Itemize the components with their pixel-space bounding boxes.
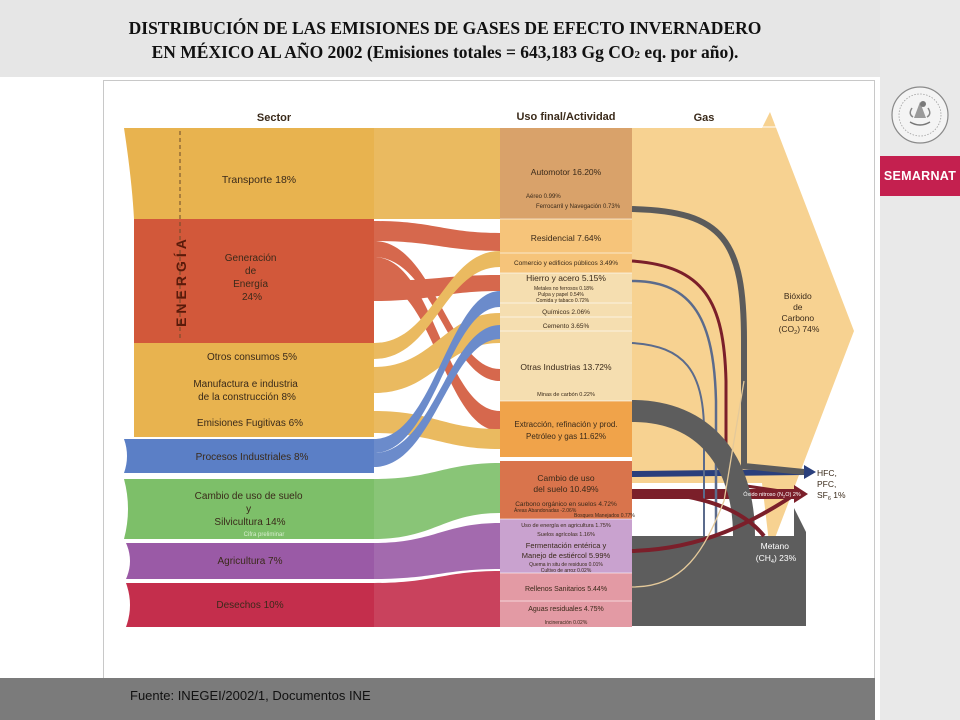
sector-label-cambio: Cambio de uso de suelo y Silvicultura 14…	[195, 491, 306, 528]
gas-flow-lines	[631, 206, 805, 588]
cifra-preliminar-label: Cifra preliminar	[244, 532, 285, 538]
sector-label-manufactura: Manufactura e industria de la construcci…	[193, 379, 300, 403]
sector-band-otros	[134, 343, 374, 367]
use-label-cambio-uso-2: del suelo 10.49%	[533, 484, 599, 494]
use-label-extraccion-2: Petróleo y gas 11.62%	[526, 432, 606, 441]
use-label-incineracion: Incineración 0.02%	[545, 620, 588, 626]
title-line-2: EN MÉXICO AL AÑO 2002 (Emisiones totales…	[30, 40, 860, 67]
sector-band-cambio	[124, 479, 374, 539]
gas-label-n2o: Óxido nitroso (N2O) 2%	[743, 491, 801, 499]
use-box-extraccion	[500, 401, 632, 457]
use-label-bosques: Bosques Manejados 0.77%	[574, 513, 635, 519]
gas-label-metano: Metano (CH4) 23%	[756, 541, 797, 565]
use-box-desechos	[500, 573, 632, 627]
use-box-agricultura	[500, 519, 632, 573]
mexican-coat-of-arms-seal-icon	[891, 86, 949, 144]
use-dividers	[500, 218, 632, 602]
methane-gas-arrow	[632, 508, 806, 626]
title-banner: DISTRIBUCIÓN DE LAS EMISIONES DE GASES D…	[0, 0, 880, 77]
use-box-residencial	[500, 219, 632, 253]
use-label-metales: Metales no ferrosos 0.18%	[534, 286, 594, 292]
title-line-1: DISTRIBUCIÓN DE LAS EMISIONES DE GASES D…	[128, 18, 762, 38]
sector-label-agricultura: Agricultura 7%	[217, 556, 282, 567]
use-label-residencial: Residencial 7.64%	[531, 233, 602, 243]
gas-label-co2: Bióxido de Carbono (CO2) 74%	[779, 291, 820, 336]
sector-band-desechos	[126, 583, 374, 627]
use-box-transporte	[500, 128, 632, 219]
use-label-otras: Otras Industrias 13.72%	[520, 362, 612, 372]
gas-label-hfc: HFC, PFC, SF6 1%	[817, 468, 846, 502]
use-box-industria	[500, 273, 632, 401]
sector-header: Sector	[257, 112, 292, 124]
use-labels: Automotor 16.20% Aéreo 0.99% Ferrocarril…	[514, 167, 635, 626]
sector-band-fugitivas	[134, 411, 374, 437]
use-label-cambio-uso-1: Cambio de uso	[537, 473, 594, 483]
sector-band-procesos	[124, 439, 374, 473]
use-label-pulpa: Pulpa y papel 0.54%	[538, 292, 584, 298]
use-label-suelos: Suelos agrícolas 1.16%	[537, 532, 595, 538]
use-label-areas: Áreas Abandonadas -2.06%	[514, 507, 577, 514]
use-label-aereo: Aéreo 0.99%	[526, 194, 561, 200]
energia-label: ENERGÍA	[173, 235, 189, 327]
title-subscript: 2	[634, 49, 641, 61]
use-label-cemento: Cemento 3.65%	[543, 323, 590, 330]
sector-label-generacion: Generación de Energía 24%	[225, 253, 279, 303]
use-label-ferro: Ferrocarril y Navegación 0.73%	[536, 204, 621, 210]
sector-label-fugitivas: Emisiones Fugitivas 6%	[197, 418, 303, 429]
page-title: DISTRIBUCIÓN DE LAS EMISIONES DE GASES D…	[30, 16, 860, 67]
emissions-flow-diagram: Sector Uso final/Actividad Gas ENERGÍA T…	[124, 111, 854, 627]
sector-band-transporte	[124, 128, 374, 219]
use-label-minas: Minas de carbón 0.22%	[537, 392, 595, 398]
use-label-arroz: Cultivo de arroz 0.02%	[541, 568, 592, 574]
sector-label-otros: Otros consumos 5%	[207, 352, 297, 363]
use-label-comida: Comida y tabaco 0.72%	[536, 298, 590, 304]
uso-header: Uso final/Actividad	[516, 111, 615, 123]
semarnat-logo: SEMARNAT	[880, 156, 960, 196]
sector-band-manufactura	[134, 367, 374, 411]
use-label-rellenos: Rellenos Sanitarios 5.44%	[525, 586, 607, 593]
footer-bar	[0, 678, 875, 720]
use-label-carbono: Carbono orgánico en suelos 4.72%	[515, 501, 617, 508]
sector-band-agricultura	[126, 543, 374, 579]
title-line-2-end: eq. por año).	[640, 42, 739, 62]
use-label-hierro: Hierro y acero 5.15%	[526, 273, 606, 283]
use-label-quimicos: Químicos 2.06%	[542, 309, 590, 316]
use-label-quema: Quema in situ de residuos 0.01%	[529, 562, 603, 568]
use-label-extraccion-1: Extracción, refinación y prod.	[514, 420, 617, 429]
sector-label-transporte: Transporte 18%	[222, 174, 296, 186]
use-label-energia-agri: Uso de energía en agricultura 1.75%	[521, 523, 611, 529]
diagram-frame: Sector Uso final/Actividad Gas ENERGÍA T…	[103, 80, 875, 679]
use-label-ferment-2: Manejo de estiércol 5.99%	[522, 551, 611, 560]
sector-label-desechos: Desechos 10%	[216, 600, 283, 611]
sector-label-procesos: Procesos Industriales 8%	[196, 452, 309, 463]
use-label-aguas: Aguas residuales 4.75%	[528, 606, 604, 613]
use-box-comercio	[500, 253, 632, 273]
use-box-cambio-uso	[500, 461, 632, 519]
use-label-ferment-1: Fermentación entérica y	[526, 541, 607, 550]
title-line-2-text: EN MÉXICO AL AÑO 2002 (Emisiones totales…	[151, 42, 635, 62]
source-caption: Fuente: INEGEI/2002/1, Documentos INE	[130, 688, 371, 703]
use-label-comercio: Comercio y edificios públicos 3.49%	[514, 260, 618, 267]
flow-ribbons	[374, 128, 500, 627]
use-label-automotor: Automotor 16.20%	[531, 167, 602, 177]
sector-band-generacion	[134, 219, 374, 343]
gas-header: Gas	[694, 112, 715, 124]
